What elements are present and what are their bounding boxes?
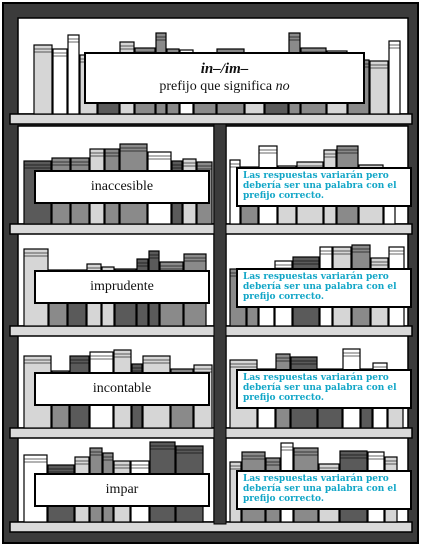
top-shelf-book-3	[68, 35, 79, 114]
shelf-plank-5	[10, 522, 412, 532]
shelf-plank-2	[10, 224, 412, 234]
prefix-title-card: in–/im– prefijo que significa no	[84, 52, 365, 104]
answer-card-4: Las respuestas variarán pero debería ser…	[236, 470, 412, 510]
prefix-definition-text: prefijo que significa	[159, 79, 272, 94]
answer-card-1: Las respuestas variarán pero debería ser…	[236, 167, 412, 207]
shelf-plank-3	[10, 326, 412, 336]
top-shelf-book-2	[53, 49, 67, 114]
shelf-plank-4	[10, 428, 412, 438]
prefix-definition: prefijo que significa no	[159, 78, 289, 96]
prefix-definition-emphasis: no	[276, 79, 290, 94]
word-card-4: impar	[34, 473, 210, 507]
word-card-2: imprudente	[34, 270, 210, 304]
shelf-plank-1	[10, 114, 412, 124]
answer-card-2: Las respuestas variarán pero debería ser…	[236, 268, 412, 308]
top-shelf-book-1	[34, 45, 52, 114]
prefix-heading: in–/im–	[201, 60, 249, 78]
top-shelf-book-20	[389, 41, 400, 114]
word-card-1: inaccesible	[34, 170, 210, 204]
word-card-3: incontable	[34, 372, 210, 406]
shelf-divider	[214, 124, 226, 524]
answer-card-3: Las respuestas variarán pero debería ser…	[236, 369, 412, 409]
top-shelf-book-19	[370, 61, 388, 114]
